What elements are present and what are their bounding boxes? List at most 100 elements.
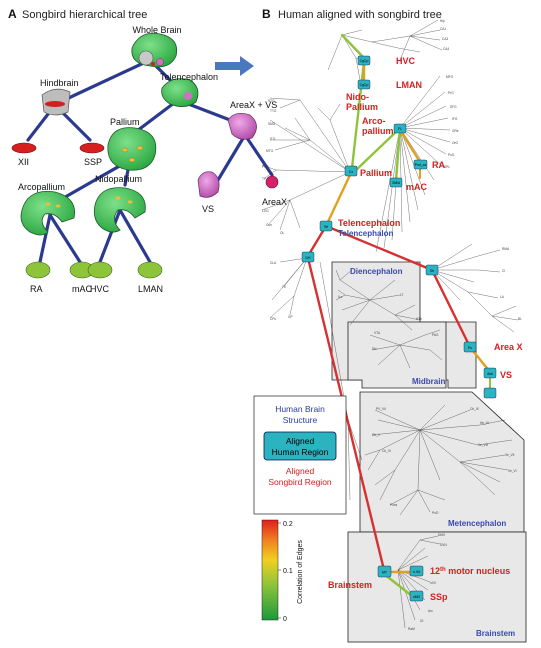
- label-nidopallium: Nidopallium: [95, 174, 142, 184]
- edge-cgcp-cx: [350, 60, 366, 170]
- svg-text:HTh: HTh: [416, 317, 422, 321]
- svg-text:BL: BL: [518, 317, 522, 321]
- label-b-nido2: Pallium: [346, 102, 378, 112]
- svg-text:Ve_VII: Ve_VII: [505, 453, 515, 457]
- legend-human-line1: Human Brain: [275, 404, 325, 414]
- label-b-vs: VS: [500, 370, 512, 380]
- svg-text:Str: Str: [430, 269, 435, 273]
- label-xii: XII: [18, 157, 29, 167]
- scale-mid: 0.1: [283, 568, 293, 575]
- node-cgcp: CgCp: [357, 55, 371, 66]
- hvc-icon: [87, 261, 113, 279]
- panel-b: B Human aligned with songbird tree: [253, 7, 527, 643]
- svg-text:MY: MY: [382, 571, 388, 575]
- scale-min: 0: [283, 616, 287, 623]
- node-tel: Tel: [319, 220, 333, 232]
- label-b-hvc: HVC: [396, 56, 416, 66]
- label-telencephalon: Telencephalon: [160, 72, 218, 82]
- whole-brain-icon: [131, 32, 178, 68]
- label-b-telencephalon-blue: Telencephalon: [338, 229, 394, 238]
- correlation-scale: 0.2 0.1 0 Correlation of Edges: [261, 519, 304, 623]
- svg-text:TE: TE: [282, 285, 286, 289]
- node-fl: FL: [393, 123, 407, 134]
- svg-text:PrG: PrG: [448, 91, 454, 95]
- node-cx: Cx: [344, 165, 358, 177]
- hindbrain-icon: [41, 88, 71, 116]
- svg-text:CA3: CA3: [442, 37, 448, 41]
- ssp-icon: [79, 142, 105, 154]
- svg-text:TP: TP: [262, 177, 266, 181]
- label-b-areax: Area X: [494, 342, 523, 352]
- svg-text:Pmt_ca: Pmt_ca: [415, 163, 427, 167]
- label-b-telencephalon: Telencephalon: [338, 218, 400, 228]
- svg-text:Pons: Pons: [390, 503, 398, 507]
- svg-text:RMA: RMA: [502, 247, 510, 251]
- scale-gradient-bar: [261, 519, 279, 621]
- svg-text:n.XII: n.XII: [413, 570, 420, 574]
- svg-text:PnO: PnO: [432, 511, 439, 515]
- legend-red-1: Aligned: [286, 466, 315, 476]
- label-b-brainstem-blue: Brainstem: [476, 629, 515, 638]
- svg-text:GP: GP: [288, 315, 293, 319]
- svg-text:VTA: VTA: [374, 331, 381, 335]
- pallium-icon: [107, 127, 157, 171]
- label-b-ra: RA: [432, 160, 445, 170]
- svg-text:CI: CI: [502, 269, 505, 273]
- svg-text:CA4: CA4: [443, 47, 449, 51]
- right-arrow-icon: [215, 56, 254, 76]
- edge-fl-gfa: [398, 128, 422, 164]
- label-hindbrain: Hindbrain: [40, 78, 79, 88]
- svg-text:SMid: SMid: [392, 181, 400, 185]
- svg-text:Pu: Pu: [468, 346, 472, 350]
- label-lman: LMAN: [138, 284, 163, 294]
- svg-text:MTG: MTG: [266, 149, 274, 153]
- node-smid: SMid: [389, 177, 403, 188]
- svg-text:STG: STG: [268, 99, 275, 103]
- svg-text:Cx: Cx: [349, 170, 353, 174]
- svg-text:DVN: DVN: [440, 543, 447, 547]
- label-mac: mAC: [72, 284, 93, 294]
- svg-text:Arc: Arc: [428, 609, 433, 613]
- svg-text:CgCp: CgCp: [360, 59, 369, 63]
- svg-text:Hip: Hip: [440, 19, 445, 23]
- areax-vs-icon: [227, 113, 257, 140]
- node-gfa: Pmt_ca: [413, 159, 428, 170]
- svg-text:SMG: SMG: [268, 122, 276, 126]
- svg-text:FL: FL: [398, 127, 402, 131]
- node-acb: Acb: [483, 367, 497, 379]
- panel-a: A Songbird hierarchical tree Whole: [8, 7, 287, 294]
- legend-human-line2: Structure: [283, 415, 318, 425]
- svg-text:Acb: Acb: [487, 372, 493, 376]
- label-areax-vs: AreaX + VS: [230, 100, 277, 110]
- midbrain-box: [347, 321, 447, 389]
- label-b-diencephalon: Diencephalon: [350, 267, 403, 276]
- label-areax: AreaX: [262, 197, 287, 207]
- svg-text:Ve_VI: Ve_VI: [508, 469, 517, 473]
- svg-text:RaM: RaM: [408, 627, 415, 631]
- svg-text:IO: IO: [420, 619, 424, 623]
- svg-text:Tel: Tel: [324, 225, 329, 229]
- legend: Human Brain Structure Aligned Human Regi…: [253, 395, 347, 515]
- xii-icon: [11, 142, 37, 154]
- label-b-lman: LMAN: [396, 80, 422, 90]
- svg-text:Cb_IX: Cb_IX: [470, 407, 480, 411]
- arcopallium-icon: [20, 191, 75, 236]
- svg-text:OL: OL: [280, 231, 284, 235]
- legend-aligned-1: Aligned: [286, 436, 315, 446]
- label-pallium: Pallium: [110, 117, 140, 127]
- edge-tel-str: [324, 224, 434, 272]
- areax-icon: [265, 175, 279, 189]
- label-ra: RA: [30, 284, 43, 294]
- edge-cx-fl: [352, 128, 400, 174]
- svg-text:PoG: PoG: [448, 153, 455, 157]
- node-cgcp2: CgCp: [357, 79, 371, 90]
- svg-text:SFG: SFG: [450, 105, 457, 109]
- node-str: Str: [425, 264, 439, 276]
- node-xii: n.XII: [409, 565, 424, 577]
- edge-my-spv: [382, 572, 414, 598]
- ra-icon: [25, 261, 51, 279]
- svg-text:PHG: PHG: [262, 165, 269, 169]
- svg-text:IFG: IFG: [452, 117, 458, 121]
- svg-text:CA1: CA1: [440, 27, 446, 31]
